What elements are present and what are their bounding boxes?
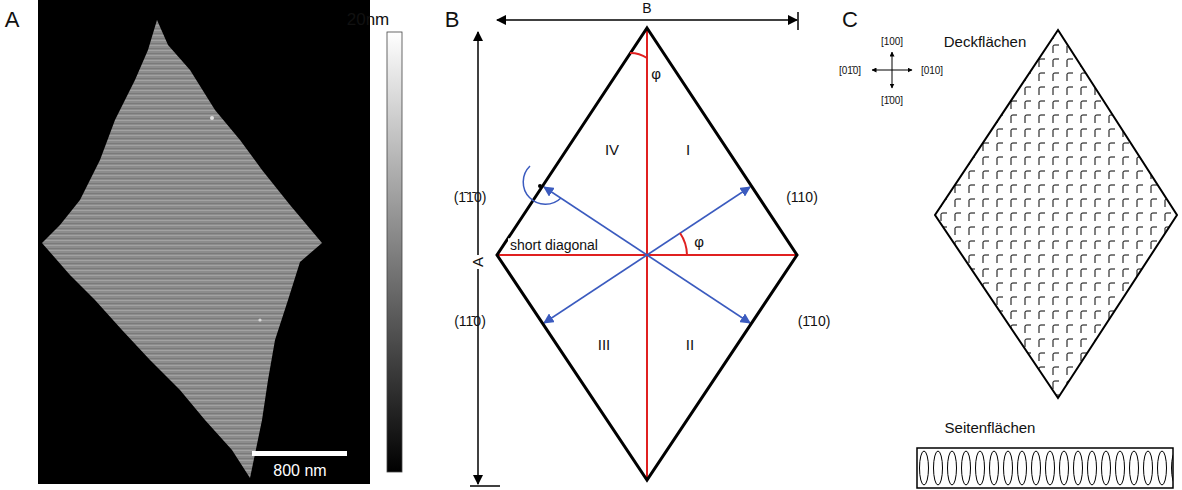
miller-index: (1̄1̄0)	[454, 190, 487, 205]
scale-bar-label: 800 nm	[273, 462, 326, 480]
miller-index: (11̄0)	[454, 314, 486, 329]
direction-label: [010]	[921, 65, 943, 76]
face-label: Seitenflächen	[945, 420, 1036, 437]
colorbar-label: 20nm	[347, 11, 390, 30]
sector-number: I	[686, 142, 690, 159]
miller-index: (110)	[786, 190, 818, 205]
panel-letter: B	[445, 8, 460, 32]
sector-number: III	[598, 337, 611, 354]
miller-index: (1̄10)	[798, 314, 831, 329]
sector-number: IV	[605, 142, 619, 159]
dimension-label: A	[470, 255, 487, 269]
direction-label: [01̄0]	[839, 65, 861, 76]
direction-label: [100]	[881, 36, 903, 47]
direction-label: [1̄00]	[881, 95, 903, 106]
panel-letter: A	[5, 8, 20, 32]
diagonal-label: short diagonal	[508, 238, 600, 253]
face-label: Deckflächen	[944, 34, 1027, 51]
panel-letter: C	[842, 8, 858, 32]
angle-label: φ	[694, 234, 704, 251]
dimension-label: B	[640, 1, 653, 16]
sector-number: II	[686, 337, 694, 354]
angle-label: φ	[651, 66, 661, 83]
